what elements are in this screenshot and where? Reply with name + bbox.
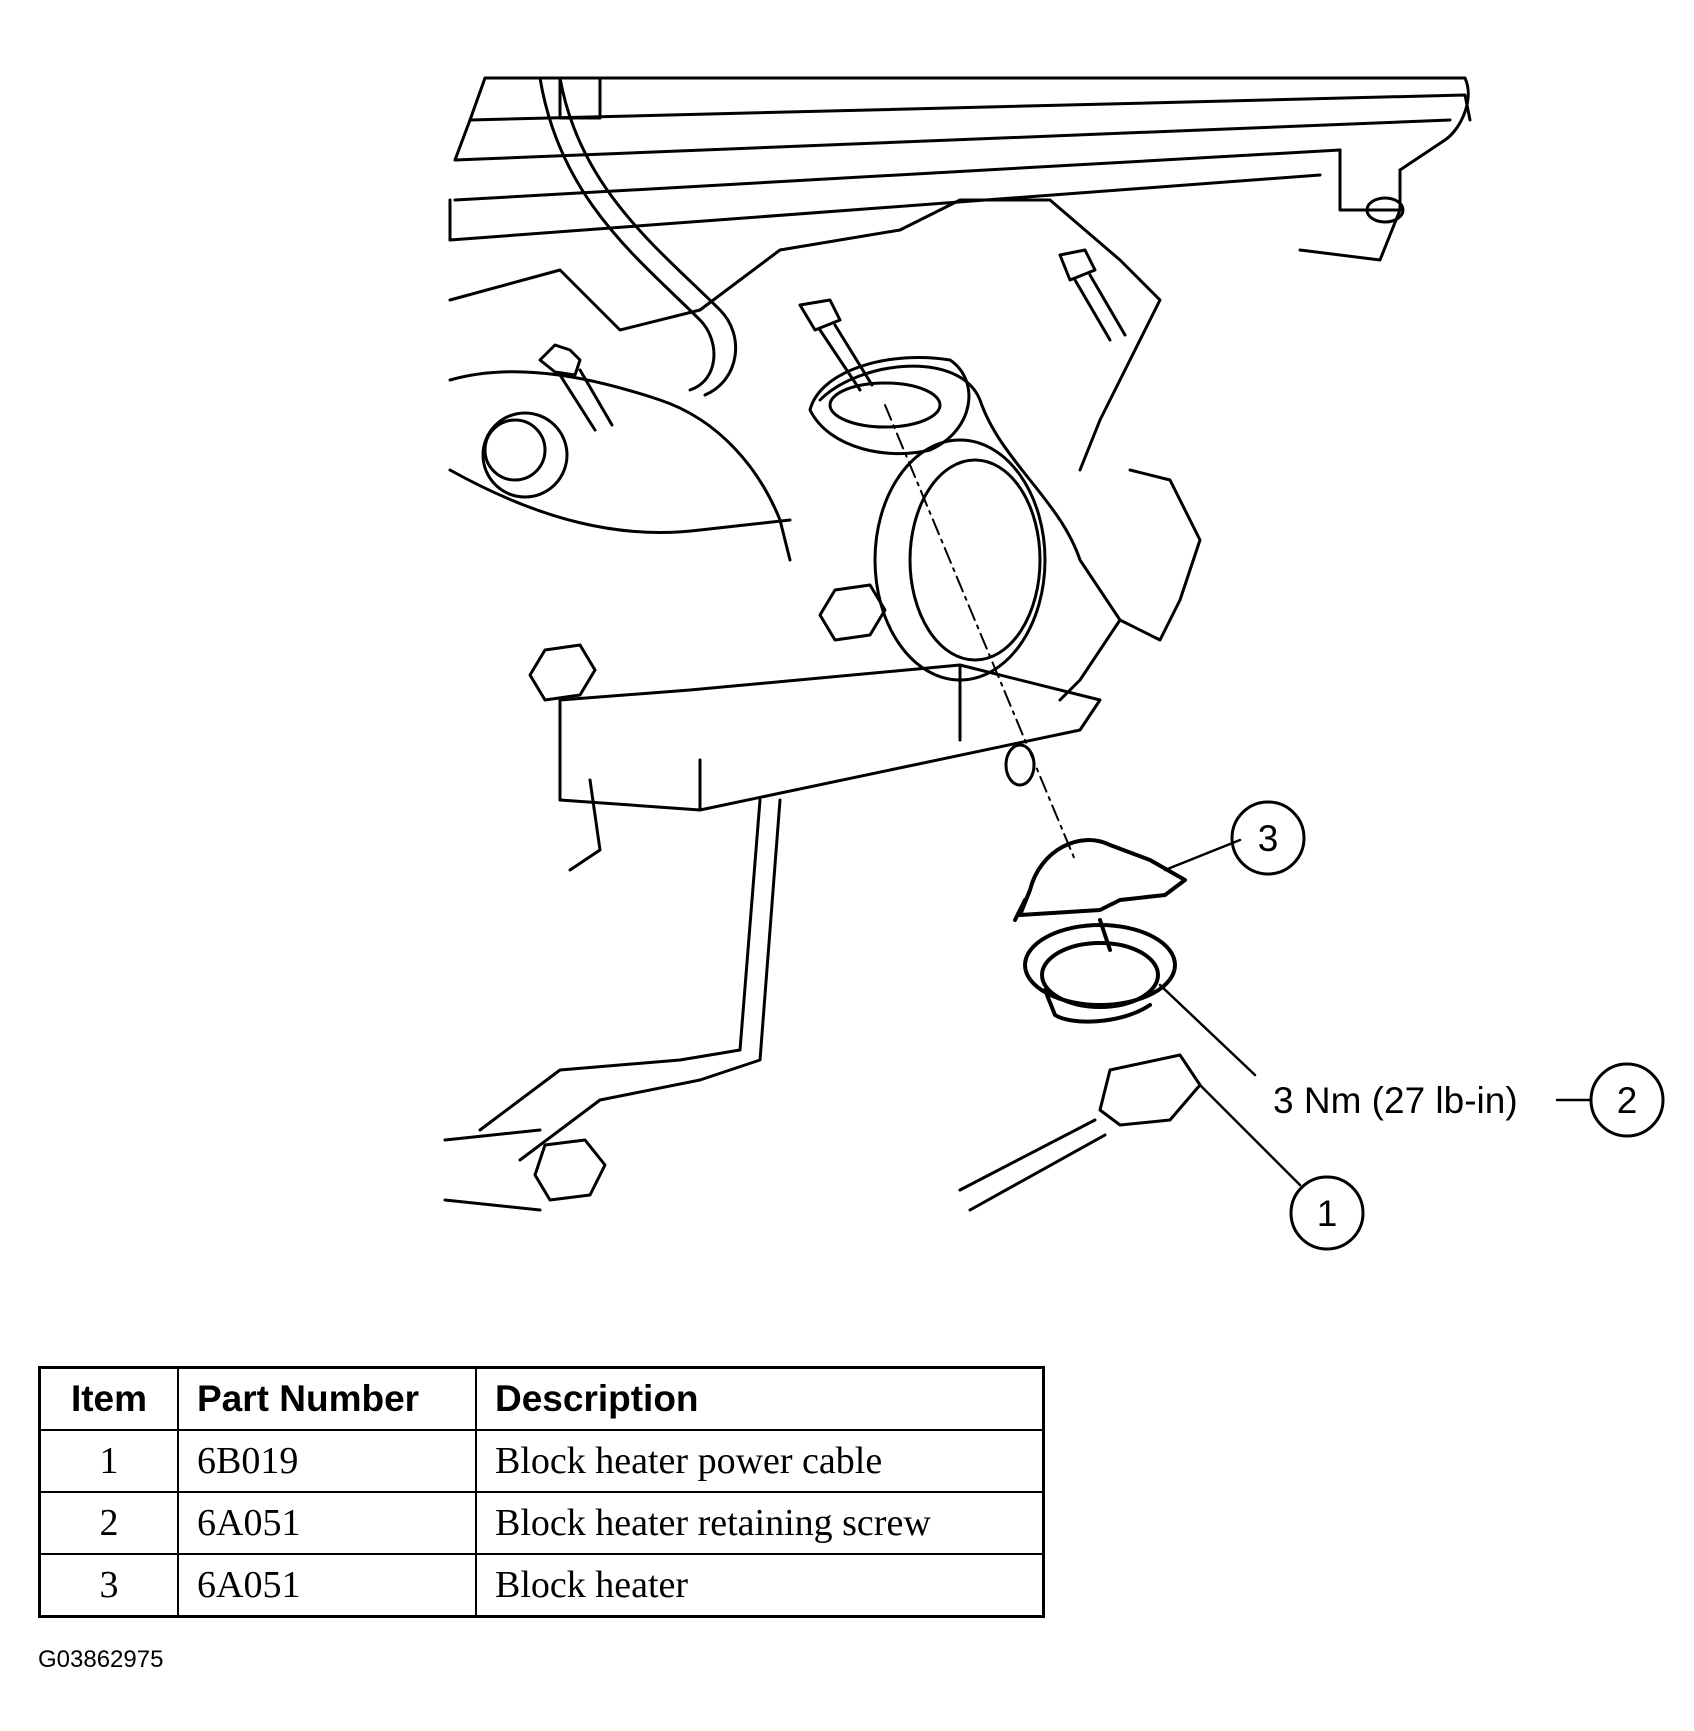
callout-circle-3 — [1230, 800, 1306, 876]
leader-line-1 — [1198, 1083, 1302, 1187]
callout-label-1: 1 — [1317, 1193, 1338, 1234]
fuel-line-drawing — [538, 76, 737, 397]
table-row: 2 6A051 Block heater retaining screw — [38, 1491, 1045, 1555]
power-cable-drawing — [958, 1053, 1202, 1212]
cell-item: 2 — [38, 1491, 179, 1555]
leader-line-3 — [1163, 838, 1242, 872]
cell-item: 3 — [38, 1553, 179, 1618]
torque-spec-label: 3 Nm (27 lb-in) — [1273, 1080, 1518, 1121]
exhaust-manifold-drawing — [448, 198, 1202, 702]
header-item: Item — [38, 1366, 179, 1431]
callout-circle-2 — [1589, 1062, 1665, 1138]
figure-id: G03862975 — [38, 1646, 164, 1673]
alignment-line — [884, 404, 1076, 861]
table-row: 3 6A051 Block heater — [38, 1553, 1045, 1618]
cell-description: Block heater retaining screw — [475, 1491, 1045, 1555]
cell-part-number: 6A051 — [177, 1491, 477, 1555]
cell-description: Block heater — [475, 1553, 1045, 1618]
stud-bolts-drawing — [528, 248, 1127, 1202]
callout-label-2: 2 — [1617, 1080, 1638, 1121]
block-heater-drawing — [1013, 838, 1187, 1024]
header-description: Description — [475, 1366, 1045, 1431]
cell-part-number: 6A051 — [177, 1553, 477, 1618]
cell-item: 1 — [38, 1429, 179, 1493]
parts-table: Item Part Number Description 1 6B019 Blo… — [38, 1366, 1045, 1618]
leader-line-torque — [1158, 983, 1257, 1077]
callout-label-3: 3 — [1258, 818, 1279, 859]
table-row: 1 6B019 Block heater power cable — [38, 1429, 1045, 1493]
cylinder-head-drawing — [448, 76, 1472, 262]
cell-part-number: 6B019 — [177, 1429, 477, 1493]
engine-block-heater-illustration: 3 2 1 3 Nm (27 lb-in) — [443, 76, 1665, 1251]
cell-description: Block heater power cable — [475, 1429, 1045, 1493]
table-header-row: Item Part Number Description — [38, 1366, 1045, 1431]
callout-circle-1 — [1289, 1175, 1365, 1251]
support-arm-drawing — [443, 798, 782, 1212]
engine-bracket-drawing — [558, 663, 1102, 872]
header-part-number: Part Number — [177, 1366, 477, 1431]
